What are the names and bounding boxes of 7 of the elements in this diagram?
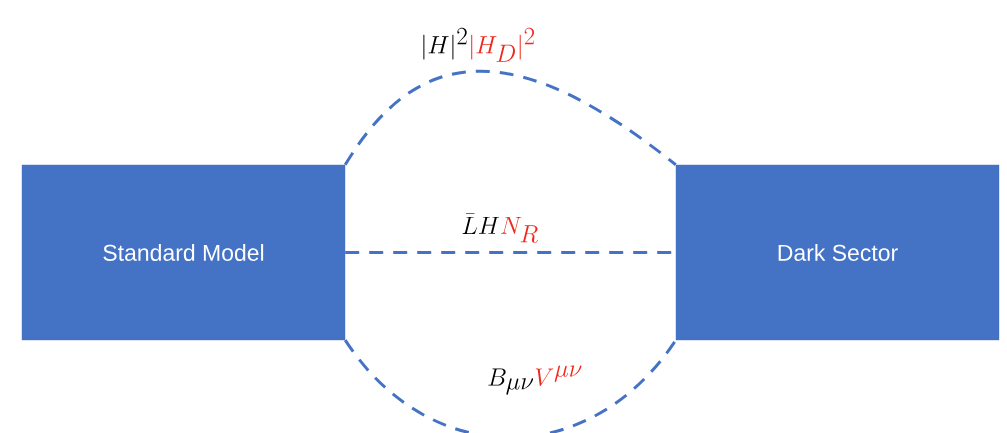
edge-label: $B_{\mu\nu}{\color{red}V^{\mu\nu}}$: [486, 364, 584, 396]
dashed-connector: [344, 339, 677, 433]
edge-label: $|H|^2{\color{red}|H_D|^2}$: [419, 27, 537, 63]
block-box: Standard Model: [21, 164, 346, 341]
block-box: Dark Sector: [675, 164, 1000, 341]
edge-label: $\bar{L}H{\color{red}N_R}$: [460, 212, 540, 244]
dashed-connector: [343, 69, 677, 166]
